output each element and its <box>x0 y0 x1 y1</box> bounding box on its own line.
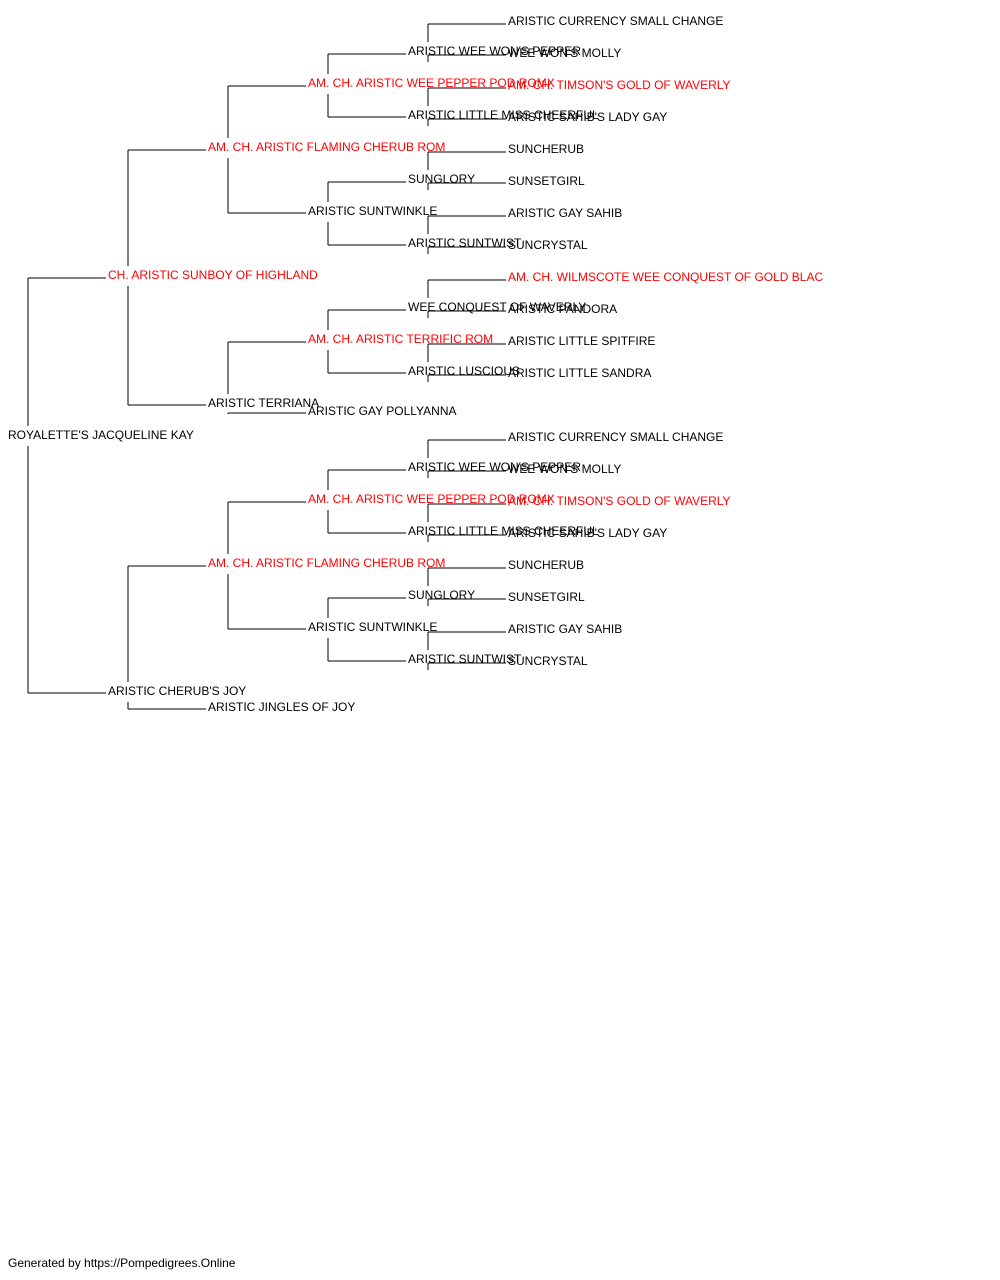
dog-name-pedigree-dam-sire-sire-sire-dam: WEE WON'S MOLLY <box>508 462 621 476</box>
dog-name-pedigree-sire-dam-sire-sire-dam: ARISTIC PANDORA <box>508 302 617 316</box>
dog-name-pedigree-sire-sire: AM. CH. ARISTIC FLAMING CHERUB ROM <box>208 140 445 154</box>
dog-name-pedigree-sire-sire-dam: ARISTIC SUNTWINKLE <box>308 204 437 218</box>
dog-name-pedigree-dam-sire-dam-dam: ARISTIC SUNTWIST <box>408 652 522 666</box>
dog-name-pedigree-sire-sire-dam-sire-dam: SUNSETGIRL <box>508 174 585 188</box>
dog-name-pedigree-sire-dam-sire-dam-dam: ARISTIC LITTLE SANDRA <box>508 366 651 380</box>
dog-name-pedigree-sire-sire-sire-dam-sire: AM. CH. TIMSON'S GOLD OF WAVERLY <box>508 78 731 92</box>
dog-name-pedigree-sire-sire-sire-dam: ARISTIC LITTLE MISS CHEERFUL <box>408 108 599 122</box>
dog-name-pedigree-dam-sire-dam-sire-sire: SUNCHERUB <box>508 558 584 572</box>
dog-name-pedigree-sire-dam-sire-sire-sire: AM. CH. WILMSCOTE WEE CONQUEST OF GOLD B… <box>508 270 823 284</box>
dog-name-pedigree-sire-dam-sire: AM. CH. ARISTIC TERRIFIC ROM <box>308 332 493 346</box>
dog-name-pedigree-dam-sire: AM. CH. ARISTIC FLAMING CHERUB ROM <box>208 556 445 570</box>
dog-name-pedigree-sire-sire-sire-sire-dam: WEE WON'S MOLLY <box>508 46 621 60</box>
dog-name-pedigree-dam: ARISTIC CHERUB'S JOY <box>108 684 246 698</box>
dog-name-pedigree-sire-sire-sire-sire-sire: ARISTIC CURRENCY SMALL CHANGE <box>508 14 723 28</box>
dog-name-pedigree-sire-sire-dam-sire-sire: SUNCHERUB <box>508 142 584 156</box>
dog-name-pedigree-dam-sire-sire-dam-dam: ARISTIC SAHIB'S LADY GAY <box>508 526 667 540</box>
dog-name-pedigree-sire-dam-sire-dam: ARISTIC LUSCIOUS <box>408 364 520 378</box>
dog-name-pedigree-sire-dam-sire-dam-sire: ARISTIC LITTLE SPITFIRE <box>508 334 655 348</box>
dog-name-pedigree-dam-sire-dam-sire-dam: SUNSETGIRL <box>508 590 585 604</box>
dog-name-pedigree-dam-sire-dam-dam-dam: SUNCRYSTAL <box>508 654 588 668</box>
dog-name-pedigree-sire-sire-sire-dam-dam: ARISTIC SAHIB'S LADY GAY <box>508 110 667 124</box>
dog-name-pedigree-dam-sire-dam-sire: SUNGLORY <box>408 588 475 602</box>
dog-name-pedigree-dam-sire-sire-sire-sire: ARISTIC CURRENCY SMALL CHANGE <box>508 430 723 444</box>
dog-name-pedigree-dam-sire-dam-dam-sire: ARISTIC GAY SAHIB <box>508 622 622 636</box>
dog-name-pedigree-sire-sire-sire: AM. CH. ARISTIC WEE PEPPER POD ROMX <box>308 76 555 90</box>
footer-credit: Generated by https://Pompedigrees.Online <box>8 1256 236 1270</box>
dog-name-pedigree-sire-sire-sire-sire: ARISTIC WEE WON'S PEPPER <box>408 44 581 58</box>
dog-name-pedigree-sire-dam: ARISTIC TERRIANA <box>208 396 319 410</box>
dog-name-pedigree: ROYALETTE'S JACQUELINE KAY <box>8 428 194 442</box>
dog-name-pedigree-dam-sire-sire-dam: ARISTIC LITTLE MISS CHEERFUL <box>408 524 599 538</box>
dog-name-pedigree-sire-sire-dam-dam-dam: SUNCRYSTAL <box>508 238 588 252</box>
dog-name-pedigree-sire-dam-sire-sire: WEE CONQUEST OF WAVERLY <box>408 300 586 314</box>
dog-name-pedigree-dam-sire-sire-dam-sire: AM. CH. TIMSON'S GOLD OF WAVERLY <box>508 494 731 508</box>
dog-name-pedigree-sire-sire-dam-dam-sire: ARISTIC GAY SAHIB <box>508 206 622 220</box>
dog-name-pedigree-sire: CH. ARISTIC SUNBOY OF HIGHLAND <box>108 268 318 282</box>
dog-name-pedigree-dam-sire-sire-sire: ARISTIC WEE WON'S PEPPER <box>408 460 581 474</box>
dog-name-pedigree-sire-sire-dam-dam: ARISTIC SUNTWIST <box>408 236 522 250</box>
dog-name-pedigree-dam-dam: ARISTIC JINGLES OF JOY <box>208 700 355 714</box>
dog-name-pedigree-sire-dam-dam: ARISTIC GAY POLLYANNA <box>308 404 457 418</box>
dog-name-pedigree-sire-sire-dam-sire: SUNGLORY <box>408 172 475 186</box>
dog-name-pedigree-dam-sire-dam: ARISTIC SUNTWINKLE <box>308 620 437 634</box>
dog-name-pedigree-dam-sire-sire: AM. CH. ARISTIC WEE PEPPER POD ROMX <box>308 492 555 506</box>
